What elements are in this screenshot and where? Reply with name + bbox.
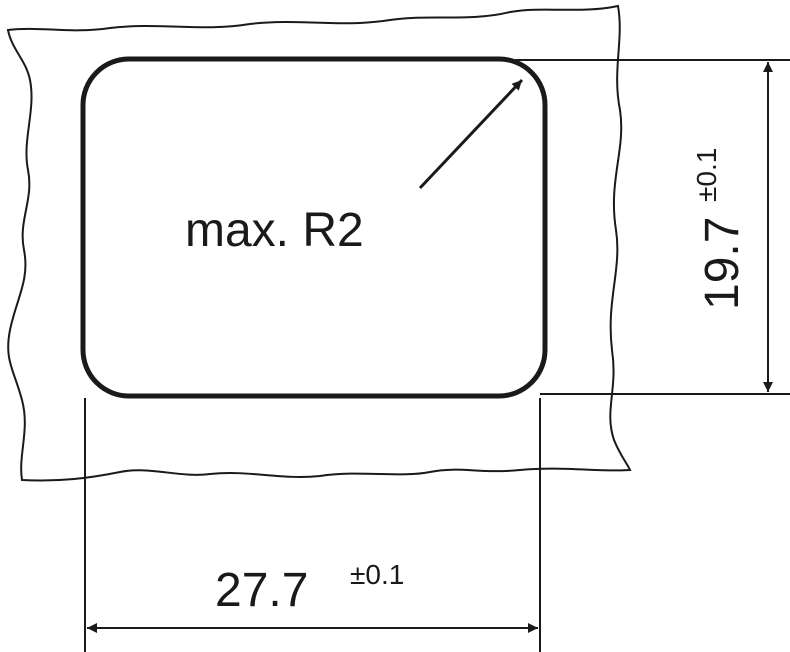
width-value: 27.7 [215,564,308,617]
panel-outline [6,4,632,482]
width-tolerance: ±0.1 [350,559,404,590]
radius-leader-arrow [418,78,524,190]
radius-label: max. R2 [185,204,364,257]
height-value: 19.7 [696,217,749,310]
height-dimension-label: 19.7 ±0.1 [691,148,749,310]
cutout-outline [80,56,548,399]
height-tolerance: ±0.1 [691,148,722,202]
extension-lines [84,59,790,652]
